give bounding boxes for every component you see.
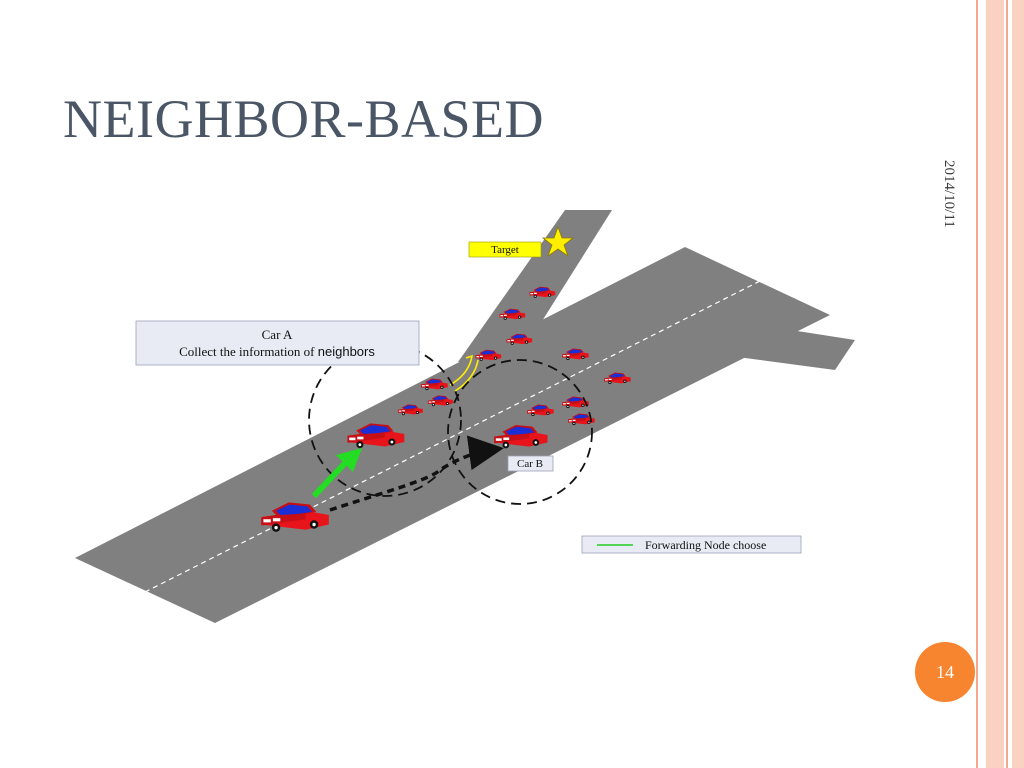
lane-divider [144, 279, 763, 593]
car-a-caption-prefix: Collect the information of [179, 344, 318, 359]
car-b-range-circle [447, 359, 593, 505]
decor-stripe [986, 0, 1004, 768]
forwarding-arrow [311, 458, 350, 499]
page-number: 14 [936, 661, 954, 682]
target-label-box [468, 241, 542, 258]
car-b-label: Car B [517, 458, 543, 470]
branch-road [458, 210, 612, 364]
forwarding-arrow-head [336, 448, 362, 472]
page-number-badge: 14 [915, 642, 975, 702]
car-b-label-box [507, 455, 554, 472]
decor-stripe [1012, 0, 1024, 768]
car-a-caption-box [135, 320, 420, 366]
target-star-icon [541, 225, 575, 258]
decor-stripe [976, 0, 978, 768]
legend-box [581, 535, 802, 554]
main-road [75, 247, 830, 623]
car-a-caption-text: Collect the information of neighbors [179, 344, 375, 359]
turn-arrow-icon [449, 354, 479, 392]
legend-label: Forwarding Node choose [645, 538, 766, 552]
car-a-caption-suffix: neighbors [318, 344, 376, 359]
target-label: Target [491, 244, 519, 256]
slide-title: NEIGHBOR-BASED [63, 89, 545, 149]
dashed-path-arrow [329, 435, 504, 512]
car-a-caption-title: Car A [262, 327, 293, 342]
decor-stripe [1006, 0, 1008, 768]
slide-date: 2014/10/11 [941, 160, 957, 228]
